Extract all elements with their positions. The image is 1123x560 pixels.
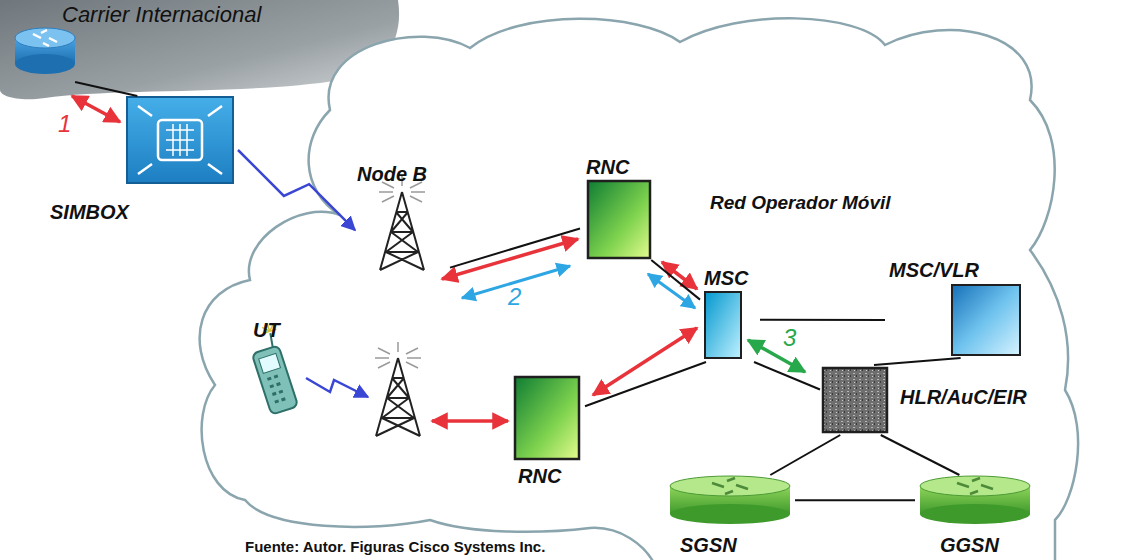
- hlr-auc-eir-node: HLR/AuC/EIR: [820, 365, 1045, 435]
- node-label: SIMBOX: [50, 200, 129, 224]
- ggsn-router-icon: [920, 476, 1030, 524]
- signal-arrow: [442, 239, 578, 279]
- node-label: MSC/VLR: [889, 258, 979, 282]
- link-line: [75, 82, 137, 96]
- node-label: RNC: [586, 155, 629, 179]
- callout-number: 1: [58, 110, 71, 139]
- simbox-icon: [127, 97, 233, 183]
- link-line: [754, 362, 820, 390]
- signal-arrow: [432, 419, 508, 423]
- node-label: SGSN: [680, 533, 737, 557]
- node-b: Node B: [355, 162, 450, 272]
- rnc-icon: [515, 377, 579, 459]
- rnc-icon: [588, 181, 650, 258]
- simbox-node: SIMBOX: [48, 96, 238, 231]
- hlr-icon: [823, 368, 887, 432]
- link-line: [760, 319, 885, 321]
- router-icon: [15, 28, 75, 74]
- caption: Fuente: Autor. Figuras Cisco Systems Inc…: [245, 538, 545, 556]
- carrier-region-node: Carrier Internacional: [0, 0, 385, 82]
- node-b-tower: [379, 176, 425, 270]
- ut-node: UT: [245, 318, 305, 413]
- tower: [375, 342, 421, 436]
- link-line: [795, 499, 915, 501]
- link-line: [651, 260, 700, 300]
- link-line: [450, 229, 580, 268]
- link-line: [585, 362, 706, 406]
- node-label: Red Operador Móvil: [710, 192, 891, 215]
- rnc-node: RNC: [510, 372, 585, 490]
- rnc-node: RNC: [580, 155, 655, 260]
- callout-number: 3: [783, 324, 796, 353]
- sgsn-node: SGSN: [665, 475, 795, 559]
- node-label: RNC: [518, 464, 561, 488]
- operator-cloud: [200, 18, 1078, 560]
- link-line: [770, 435, 840, 475]
- node-label: GGSN: [940, 533, 999, 557]
- link-line: [881, 435, 960, 475]
- signal-arrow: [662, 262, 697, 289]
- msc-node: MSC: [700, 266, 760, 362]
- signal-arrow: [748, 340, 805, 372]
- node-label: HLR/AuC/EIR: [900, 385, 1027, 409]
- callout-number: 2: [508, 283, 521, 312]
- operator-cloud-node: Node B RNC MSC MSC/VLR UT RNC HLR/AuC/EIR SGSN G…: [195, 20, 1075, 560]
- msc-vlr-node: MSC/VLR: [885, 258, 1025, 358]
- link-line: [874, 358, 961, 365]
- radio-link: [238, 150, 355, 230]
- vlr-icon: [952, 285, 1020, 355]
- sgsn-router-icon: [670, 476, 790, 524]
- node-label: Carrier Internacional: [62, 2, 261, 28]
- node-label: Node B: [357, 162, 427, 186]
- radio-link: [306, 378, 368, 397]
- node-label: MSC: [704, 266, 748, 290]
- signal-arrow: [72, 96, 120, 122]
- node-label: UT: [253, 318, 280, 342]
- ggsn-node: GGSN: [915, 475, 1035, 559]
- msc-icon: [705, 292, 741, 358]
